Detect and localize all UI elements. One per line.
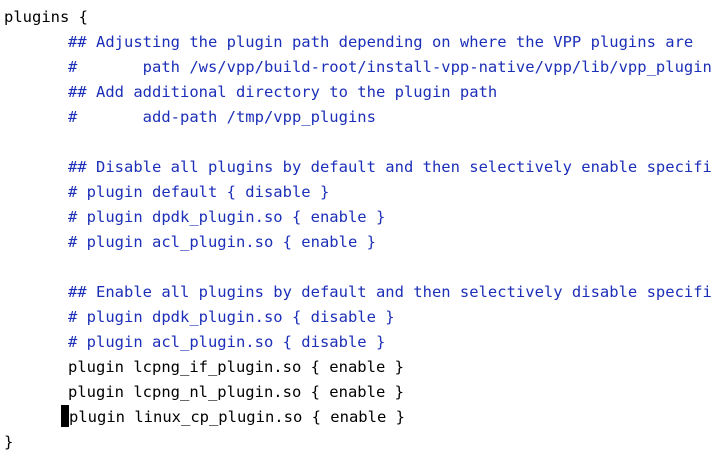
comment-line: ## Disable all plugins by default and th…	[68, 158, 713, 176]
code-line: plugins {	[4, 8, 88, 26]
code-line: plugin lcpng_if_plugin.so { enable }	[68, 358, 404, 376]
comment-line: # plugin dpdk_plugin.so { disable }	[68, 308, 395, 326]
comment-line: # plugin default { disable }	[68, 183, 330, 201]
comment-line: # plugin acl_plugin.so { enable }	[68, 233, 376, 251]
code-line: }	[4, 433, 14, 451]
text-cursor	[61, 405, 69, 427]
comment-line: ## Add additional directory to the plugi…	[68, 83, 498, 101]
comment-line: # path /ws/vpp/build-root/install-vpp-na…	[68, 58, 713, 76]
comment-line: # plugin dpdk_plugin.so { enable }	[68, 208, 386, 226]
comment-line: ## Adjusting the plugin path depending o…	[68, 33, 694, 51]
comment-line: ## Enable all plugins by default and the…	[68, 283, 713, 301]
code-line-with-cursor: plugin linux_cp_plugin.so { enable }	[4, 405, 405, 430]
comment-line: # add-path /tmp/vpp_plugins	[68, 108, 376, 126]
code-line: plugin lcpng_nl_plugin.so { enable }	[68, 383, 404, 401]
comment-line: # plugin acl_plugin.so { disable }	[68, 333, 386, 351]
